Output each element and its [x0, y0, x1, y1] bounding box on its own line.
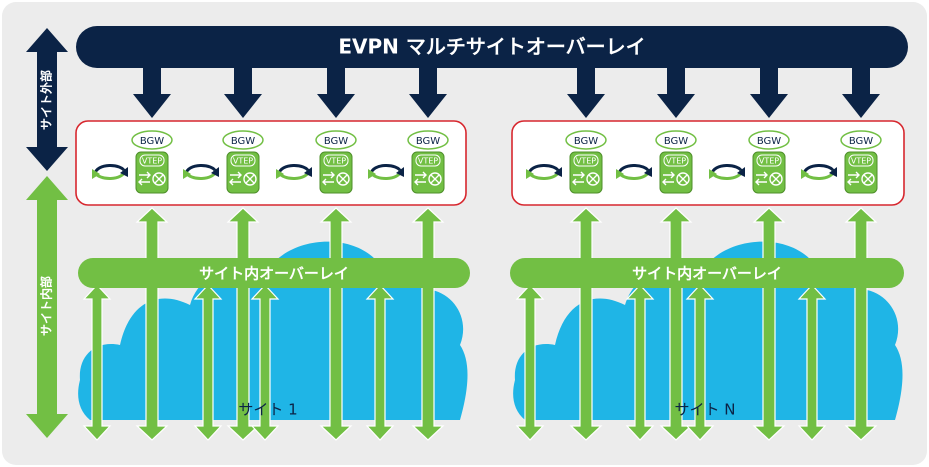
vtep-label: VTEP [326, 157, 346, 166]
site-1-name: サイト 1 [238, 401, 297, 419]
exchange-arrows-icon [322, 171, 335, 186]
site-local-arrow [193, 284, 223, 441]
site-local-arrow [515, 284, 545, 441]
bgw-label: BGW [140, 136, 164, 147]
cross-circle-icon [152, 172, 166, 186]
vtep-label: VTEP [418, 157, 438, 166]
exchange-arrows-icon [755, 171, 768, 186]
loop-arrows-icon [183, 164, 219, 180]
outside-site-label: サイト外部 [39, 70, 54, 130]
vtep-label: VTEP [576, 157, 596, 166]
border-gateway-node: BGW VTEP [368, 130, 449, 194]
vtep-label: VTEP [666, 157, 686, 166]
loop-arrows-icon [276, 164, 312, 180]
site-uplink-arrow [844, 207, 878, 441]
loop-arrows-icon [526, 164, 562, 180]
exchange-arrows-icon [847, 171, 860, 186]
evpn-down-arrow [657, 60, 695, 118]
cross-circle-icon [676, 172, 690, 186]
site-uplink-arrow [752, 207, 786, 441]
bgw-badge [315, 130, 357, 150]
bgw-badge [655, 130, 697, 150]
site-uplink-arrow [135, 207, 169, 441]
site-internal-overlay-bar [510, 258, 904, 288]
border-gateway-node: BGW VTEP [526, 130, 607, 194]
site-local-arrow [625, 284, 655, 441]
inside-site-label: サイト内部 [39, 276, 54, 336]
site-uplink-arrow [659, 207, 693, 441]
site-uplink-arrow [226, 207, 260, 441]
bgw-badge [565, 130, 607, 150]
cross-circle-icon [861, 172, 875, 186]
site-internal-overlay-bar [78, 258, 470, 288]
exchange-arrows-icon [138, 171, 151, 186]
vtep-label: VTEP [142, 157, 162, 166]
cross-circle-icon [769, 172, 783, 186]
cross-circle-icon [586, 172, 600, 186]
site-local-arrow [365, 284, 395, 441]
loop-arrows-icon [616, 164, 652, 180]
site-uplink-arrow [319, 207, 353, 441]
border-gateway-node: BGW VTEP [616, 130, 697, 194]
site-border-gateway-box [511, 120, 905, 206]
cross-circle-icon [428, 172, 442, 186]
bgw-label: BGW [664, 136, 688, 147]
loop-arrows-icon [801, 164, 837, 180]
bgw-label: BGW [574, 136, 598, 147]
exchange-arrows-icon [229, 171, 242, 186]
evpn-down-arrow [842, 60, 880, 118]
bgw-label: BGW [324, 136, 348, 147]
site-local-arrow [797, 284, 827, 441]
border-gateway-node: BGW VTEP [183, 130, 264, 194]
cross-circle-icon [243, 172, 257, 186]
outside-site-arrow [26, 28, 68, 171]
evpn-down-arrow [567, 60, 605, 118]
evpn-down-arrow [750, 60, 788, 118]
bgw-label: BGW [757, 136, 781, 147]
site-uplink-arrow [411, 207, 445, 441]
bgw-label: BGW [416, 136, 440, 147]
exchange-arrows-icon [572, 171, 585, 186]
bgw-badge [748, 130, 790, 150]
loop-arrows-icon [92, 164, 128, 180]
vtep-label: VTEP [851, 157, 871, 166]
inside-site-arrow [26, 176, 68, 438]
border-gateway-node: BGW VTEP [92, 130, 173, 194]
bgw-label: BGW [849, 136, 873, 147]
evpn-multisite-overlay-bar [76, 26, 908, 68]
bgw-badge [222, 130, 264, 150]
site-uplink-arrow [569, 207, 603, 441]
cross-circle-icon [336, 172, 350, 186]
bgw-label: BGW [231, 136, 255, 147]
evpn-multisite-overlay-title: EVPN マルチサイトオーバーレイ [338, 35, 645, 59]
loop-arrows-icon [368, 164, 404, 180]
evpn-down-arrow [317, 60, 355, 118]
evpn-down-arrow [224, 60, 262, 118]
border-gateway-node: BGW VTEP [709, 130, 790, 194]
site-local-arrow [685, 284, 715, 441]
bgw-badge [131, 130, 173, 150]
site-internal-overlay-label: サイト内オーバーレイ [199, 265, 349, 283]
vtep-label: VTEP [759, 157, 779, 166]
site-border-gateway-box [75, 120, 467, 206]
evpn-down-arrow [133, 60, 171, 118]
exchange-arrows-icon [414, 171, 427, 186]
evpn-down-arrow [409, 60, 447, 118]
bgw-badge [407, 130, 449, 150]
vtep-label: VTEP [233, 157, 253, 166]
site-n-name: サイト N [675, 401, 736, 419]
exchange-arrows-icon [662, 171, 675, 186]
border-gateway-node: BGW VTEP [801, 130, 882, 194]
site-internal-overlay-label: サイト内オーバーレイ [632, 265, 782, 283]
border-gateway-node: BGW VTEP [276, 130, 357, 194]
site-local-arrow [82, 284, 112, 441]
site-local-arrow [250, 284, 280, 441]
loop-arrows-icon [709, 164, 745, 180]
bgw-badge [840, 130, 882, 150]
